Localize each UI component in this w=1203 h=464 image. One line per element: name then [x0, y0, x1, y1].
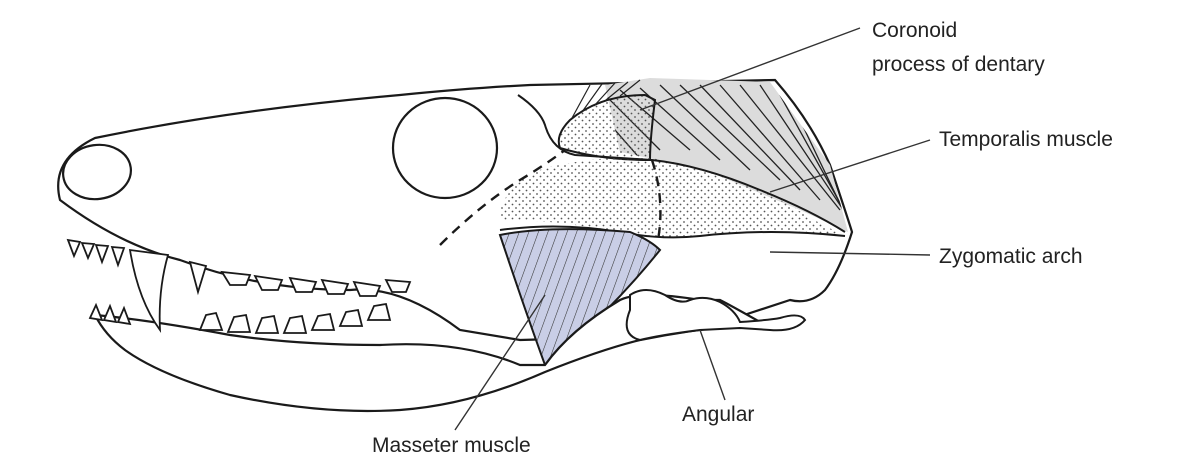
label-angular: Angular — [682, 402, 754, 428]
label-masseter: Masseter muscle — [372, 433, 531, 459]
label-zygomatic: Zygomatic arch — [939, 244, 1083, 270]
label-temporalis: Temporalis muscle — [939, 127, 1113, 153]
label-coronoid-line2: process of dentary — [872, 52, 1045, 78]
label-coronoid-line1: Coronoid — [872, 18, 957, 44]
orbit-opening — [393, 98, 497, 198]
